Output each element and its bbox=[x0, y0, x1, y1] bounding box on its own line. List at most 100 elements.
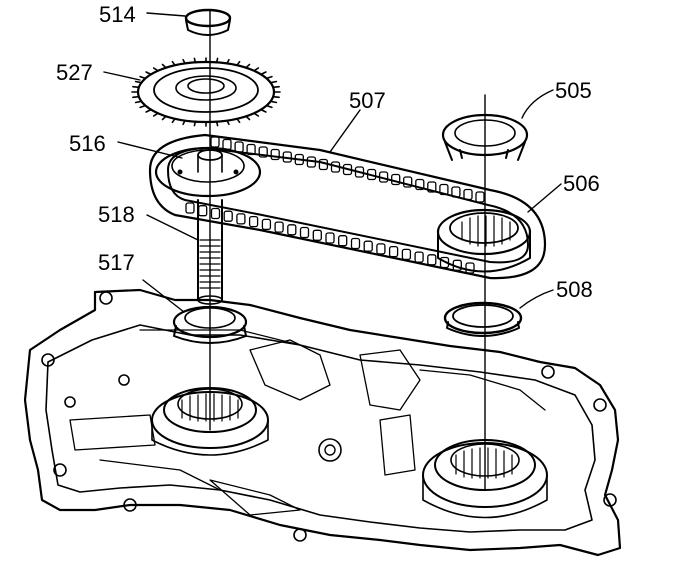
gear-tooth bbox=[134, 100, 143, 104]
chain-link bbox=[388, 245, 399, 258]
gear-tooth bbox=[152, 112, 159, 117]
chain-link bbox=[318, 158, 329, 171]
gear-tooth bbox=[245, 115, 251, 121]
chain-link bbox=[439, 183, 449, 196]
chain-link bbox=[246, 143, 256, 156]
callout-506: 506 bbox=[563, 171, 600, 196]
callout-517: 517 bbox=[98, 250, 135, 275]
callout-518: 518 bbox=[98, 202, 135, 227]
gear-tooth bbox=[272, 95, 280, 99]
gear-tooth bbox=[265, 75, 273, 80]
gear-tooth bbox=[272, 85, 280, 89]
chain-link bbox=[330, 161, 341, 173]
chain-link bbox=[427, 181, 437, 193]
gear-tooth bbox=[193, 57, 197, 64]
chain-link bbox=[350, 237, 361, 250]
callout-527: 527 bbox=[56, 60, 93, 85]
part-508-snap-ring bbox=[443, 301, 523, 337]
chain-link bbox=[427, 254, 437, 266]
part-527-gear bbox=[131, 57, 281, 127]
part-507-chain bbox=[148, 133, 547, 280]
chain-link bbox=[210, 207, 221, 220]
chain-link bbox=[401, 248, 412, 261]
chain-link bbox=[294, 153, 304, 166]
case-housing bbox=[23, 288, 622, 557]
chain-link bbox=[223, 210, 233, 222]
chain-link bbox=[465, 262, 475, 274]
leader-527 bbox=[103, 71, 141, 81]
chain-link bbox=[248, 215, 259, 228]
gear-tooth bbox=[171, 117, 176, 124]
chain-link bbox=[282, 151, 292, 163]
callout-505: 505 bbox=[555, 78, 592, 103]
chain-link bbox=[354, 166, 365, 178]
chain-link bbox=[391, 173, 401, 186]
gear-tooth bbox=[182, 119, 186, 126]
gear-tooth bbox=[236, 60, 241, 67]
gear-tooth bbox=[193, 120, 197, 127]
gear-tooth bbox=[253, 67, 260, 72]
chain-link bbox=[198, 205, 208, 217]
leader-514 bbox=[146, 12, 186, 17]
gear-tooth bbox=[215, 120, 219, 127]
leader-505 bbox=[521, 89, 554, 119]
chain-link bbox=[222, 138, 232, 151]
chain-link bbox=[299, 226, 310, 239]
gear-tooth bbox=[152, 67, 159, 72]
gear-tooth bbox=[161, 63, 167, 69]
gear-tooth bbox=[215, 57, 219, 64]
chain-link bbox=[366, 168, 377, 181]
chain-link bbox=[270, 148, 280, 161]
leader-508 bbox=[519, 289, 554, 309]
gear-tooth bbox=[265, 104, 273, 109]
gear-tooth bbox=[161, 115, 167, 121]
callout-514: 514 bbox=[99, 2, 136, 27]
gear-tooth bbox=[132, 85, 140, 89]
chain-link bbox=[210, 136, 220, 148]
gear-tooth bbox=[145, 71, 152, 76]
callout-507: 507 bbox=[349, 88, 386, 113]
gear-tooth bbox=[226, 119, 230, 126]
chain-link bbox=[312, 229, 322, 241]
callouts: 514 527 507 505 516 506 518 517 508 bbox=[56, 2, 600, 313]
gear-tooth bbox=[269, 80, 278, 84]
gear-tooth bbox=[236, 117, 241, 124]
chain-link bbox=[325, 232, 335, 244]
gear-tooth bbox=[226, 58, 230, 65]
chain-link bbox=[475, 191, 485, 203]
chain-link bbox=[414, 251, 424, 263]
gear-tooth bbox=[269, 100, 278, 104]
chain-link bbox=[378, 171, 389, 183]
chain-link bbox=[185, 202, 195, 214]
gear-tooth bbox=[260, 108, 267, 113]
chain-link bbox=[403, 176, 413, 188]
leader-516 bbox=[117, 141, 183, 159]
leader-518 bbox=[146, 214, 199, 241]
part-506-driven-sprocket bbox=[436, 208, 532, 273]
gear-tooth bbox=[253, 112, 260, 117]
gear-tooth bbox=[145, 108, 152, 113]
gear-tooth bbox=[260, 71, 267, 76]
chain-link bbox=[451, 186, 461, 198]
chain-link bbox=[338, 235, 348, 247]
chain-link bbox=[287, 224, 297, 236]
gear-tooth bbox=[139, 75, 147, 80]
chain-link bbox=[342, 163, 353, 176]
gear-tooth bbox=[245, 63, 251, 69]
callout-508: 508 bbox=[556, 277, 593, 302]
chain-link bbox=[376, 243, 386, 255]
chain-link bbox=[363, 240, 373, 252]
chain-link bbox=[415, 178, 425, 191]
part-514-snap-ring bbox=[184, 8, 232, 36]
chain-link bbox=[234, 141, 244, 153]
gear-tooth bbox=[182, 58, 186, 65]
leader-507 bbox=[329, 109, 361, 153]
gear-tooth bbox=[139, 104, 147, 109]
chain-link bbox=[306, 156, 317, 168]
chain-link bbox=[274, 221, 284, 233]
chain-link bbox=[261, 218, 272, 231]
leader-506 bbox=[527, 183, 562, 213]
callout-516: 516 bbox=[69, 131, 106, 156]
